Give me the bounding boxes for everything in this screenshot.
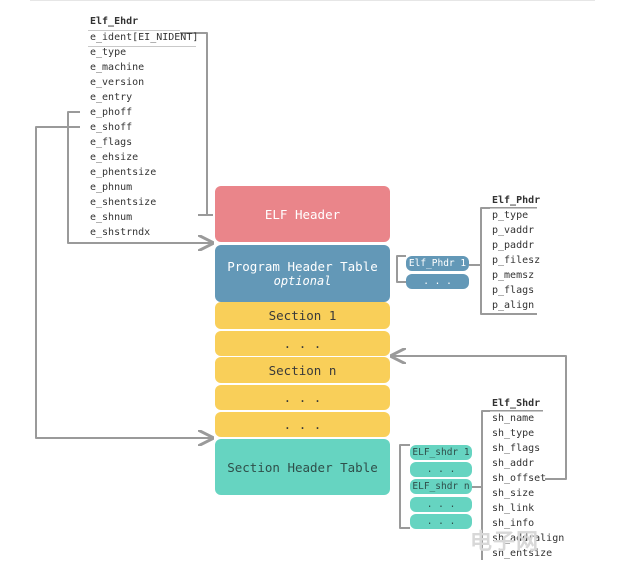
shdr-entry-1: ELF_shdr 1: [410, 445, 472, 460]
ehdr-field: e_ident[EI_NIDENT]: [90, 32, 199, 43]
shdr-field: sh_type: [492, 428, 535, 439]
shdr-entry-dots: . . .: [410, 497, 472, 512]
shdr-field: sh_addralign: [492, 533, 565, 544]
shoff-arrow: [35, 126, 212, 438]
section-after-dots: . . .: [283, 417, 322, 432]
elf-header-block: ELF Header: [215, 186, 390, 242]
shdr-stack-bracket: [399, 444, 410, 529]
phdr-field: p_memsz: [492, 270, 535, 281]
program-header-table-block: Program Header Table optional: [215, 245, 390, 302]
top-divider: [30, 0, 595, 1]
phdr-entry-dots-label: . . .: [423, 276, 452, 287]
pht-optional-label: optional: [273, 274, 332, 288]
section-gap-block: . . .: [215, 331, 390, 356]
ehdr-field: e_phoff: [90, 107, 133, 118]
phdr-field: p_paddr: [492, 240, 535, 251]
pht-label: Program Header Table: [227, 259, 378, 274]
shdr-entry-dots-label: . . .: [426, 464, 456, 475]
ehdr-field: e_shnum: [90, 212, 133, 223]
shdr-entry-dots: . . .: [410, 514, 472, 529]
phdr-stack-bracket: [396, 255, 406, 283]
shdr-rule: [490, 411, 543, 412]
ehdr-bracket: [180, 32, 208, 216]
ehdr-field: e_phnum: [90, 182, 133, 193]
section-1-label: Section 1: [268, 308, 337, 323]
shdr-field: sh_info: [492, 518, 535, 529]
phdr-entry-1: Elf_Phdr 1: [406, 256, 469, 271]
section-1-block: Section 1: [215, 302, 390, 329]
section-n-label: Section n: [268, 362, 337, 378]
section-header-table-block: Section Header Table: [215, 439, 390, 495]
shdr-field: sh_size: [492, 488, 535, 499]
ehdr-field: e_phentsize: [90, 167, 157, 178]
phdr-field: p_filesz: [492, 255, 541, 266]
sht-label: Section Header Table: [227, 459, 378, 475]
shdr-entry-n-label: ELF_shdr n: [412, 481, 470, 492]
ehdr-field: e_shstrndx: [90, 227, 151, 238]
ehdr-field: e_ehsize: [90, 152, 139, 163]
ehdr-rule: [88, 46, 196, 47]
elf-header-label: ELF Header: [264, 206, 341, 222]
phoff-arrow: [67, 111, 212, 243]
shdr-field: sh_link: [492, 503, 535, 514]
phdr-field: p_flags: [492, 285, 535, 296]
ehdr-field: e_version: [90, 77, 145, 88]
ehdr-field: e_entry: [90, 92, 133, 103]
shdr-entry-dots: . . .: [410, 462, 472, 477]
section-after-block: . . .: [215, 412, 390, 437]
ehdr-rule: [88, 30, 180, 31]
shoffset-arrow: [392, 356, 567, 480]
shdr-entry-n: ELF_shdr n: [410, 479, 472, 494]
ehdr-field: e_shentsize: [90, 197, 157, 208]
phdr-entry-1-label: Elf_Phdr 1: [408, 258, 467, 269]
shdr-field: sh_addr: [492, 458, 535, 469]
section-n-block: Section n: [215, 357, 390, 383]
section-after-dots: . . .: [283, 390, 322, 405]
shdr-field: sh_name: [492, 413, 535, 424]
phdr-field: p_type: [492, 210, 529, 221]
shdr-field: sh_flags: [492, 443, 541, 454]
watermark: 电子网: [470, 530, 540, 555]
shdr-entry-dots-label: . . .: [426, 499, 456, 510]
shdr-entry-1-label: ELF_shdr 1: [412, 447, 470, 458]
phdr-field: p_align: [492, 300, 535, 311]
ehdr-title: Elf_Ehdr: [90, 16, 139, 27]
phdr-field: p_vaddr: [492, 225, 535, 236]
shdr-title: Elf_Shdr: [492, 398, 541, 409]
ehdr-field: e_flags: [90, 137, 133, 148]
phdr-title: Elf_Phdr: [492, 195, 541, 206]
section-gap-dots: . . .: [283, 336, 322, 351]
ehdr-field: e_machine: [90, 62, 145, 73]
shdr-field: sh_offset: [492, 473, 547, 484]
shdr-field: sh_entsize: [492, 548, 553, 559]
phdr-entry-dots: . . .: [406, 274, 469, 289]
section-after-block: . . .: [215, 385, 390, 410]
ehdr-field: e_shoff: [90, 122, 133, 133]
shdr-entry-dots-label: . . .: [426, 516, 456, 527]
ehdr-field: e_type: [90, 47, 127, 58]
phdr-rule: [490, 208, 537, 209]
